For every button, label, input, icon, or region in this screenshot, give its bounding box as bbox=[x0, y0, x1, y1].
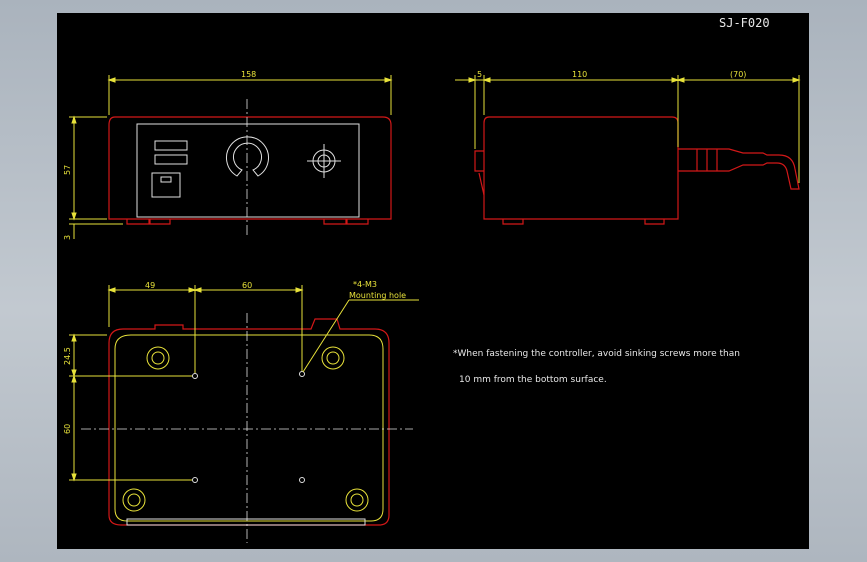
bottom-offset-y-label: 24.5 bbox=[63, 347, 72, 365]
rubber-feet bbox=[122, 346, 369, 512]
front-panel bbox=[136, 123, 360, 218]
note-line-1: *When fastening the controller, avoid si… bbox=[453, 349, 740, 359]
side-view: 5 110 (70) bbox=[455, 70, 801, 225]
bottom-hole-y-label: 60 bbox=[63, 424, 72, 434]
switch-bottom bbox=[154, 154, 188, 165]
leader-desc-label: Mounting hole bbox=[349, 291, 406, 300]
leader-spec-label: *4-M3 bbox=[353, 280, 377, 289]
drawing-note: *When fastening the controller, avoid si… bbox=[453, 349, 740, 385]
note-line-2: 10 mm from the bottom surface. bbox=[459, 375, 607, 385]
front-foot-label: 3 bbox=[63, 235, 72, 240]
cad-drawing-viewport[interactable]: SJ-F020 bbox=[57, 13, 809, 549]
bottom-outer-outline bbox=[108, 318, 390, 526]
front-height-label: 57 bbox=[63, 165, 72, 175]
connector-slot bbox=[160, 176, 172, 183]
side-body-outline bbox=[483, 116, 679, 220]
bottom-offset-x-label: 49 bbox=[145, 281, 155, 290]
switch-top bbox=[154, 140, 188, 151]
side-cable-label: (70) bbox=[730, 70, 746, 79]
front-dimensions bbox=[69, 75, 393, 239]
front-view: 158 57 3 bbox=[63, 70, 393, 240]
front-feet bbox=[126, 219, 369, 225]
connector-outline bbox=[151, 172, 181, 198]
drawing-title: SJ-F020 bbox=[719, 16, 770, 30]
side-left-label: 5 bbox=[477, 70, 482, 79]
bottom-inner-outline bbox=[114, 334, 384, 522]
mounting-holes bbox=[192, 371, 305, 483]
side-dimensions bbox=[455, 75, 801, 183]
speed-knob bbox=[226, 136, 269, 177]
bottom-hole-x-label: 60 bbox=[242, 281, 252, 290]
front-body-outline bbox=[108, 116, 392, 220]
side-body-label: 110 bbox=[572, 70, 587, 79]
front-width-label: 158 bbox=[241, 70, 256, 79]
drawing-canvas: SJ-F020 bbox=[63, 16, 801, 543]
side-panel-protrusion bbox=[474, 150, 484, 172]
side-cable bbox=[678, 148, 800, 190]
bottom-dimensions bbox=[69, 285, 419, 482]
bottom-view: 49 60 60 24.5 *4-M3 Mounting hole bbox=[63, 280, 419, 543]
